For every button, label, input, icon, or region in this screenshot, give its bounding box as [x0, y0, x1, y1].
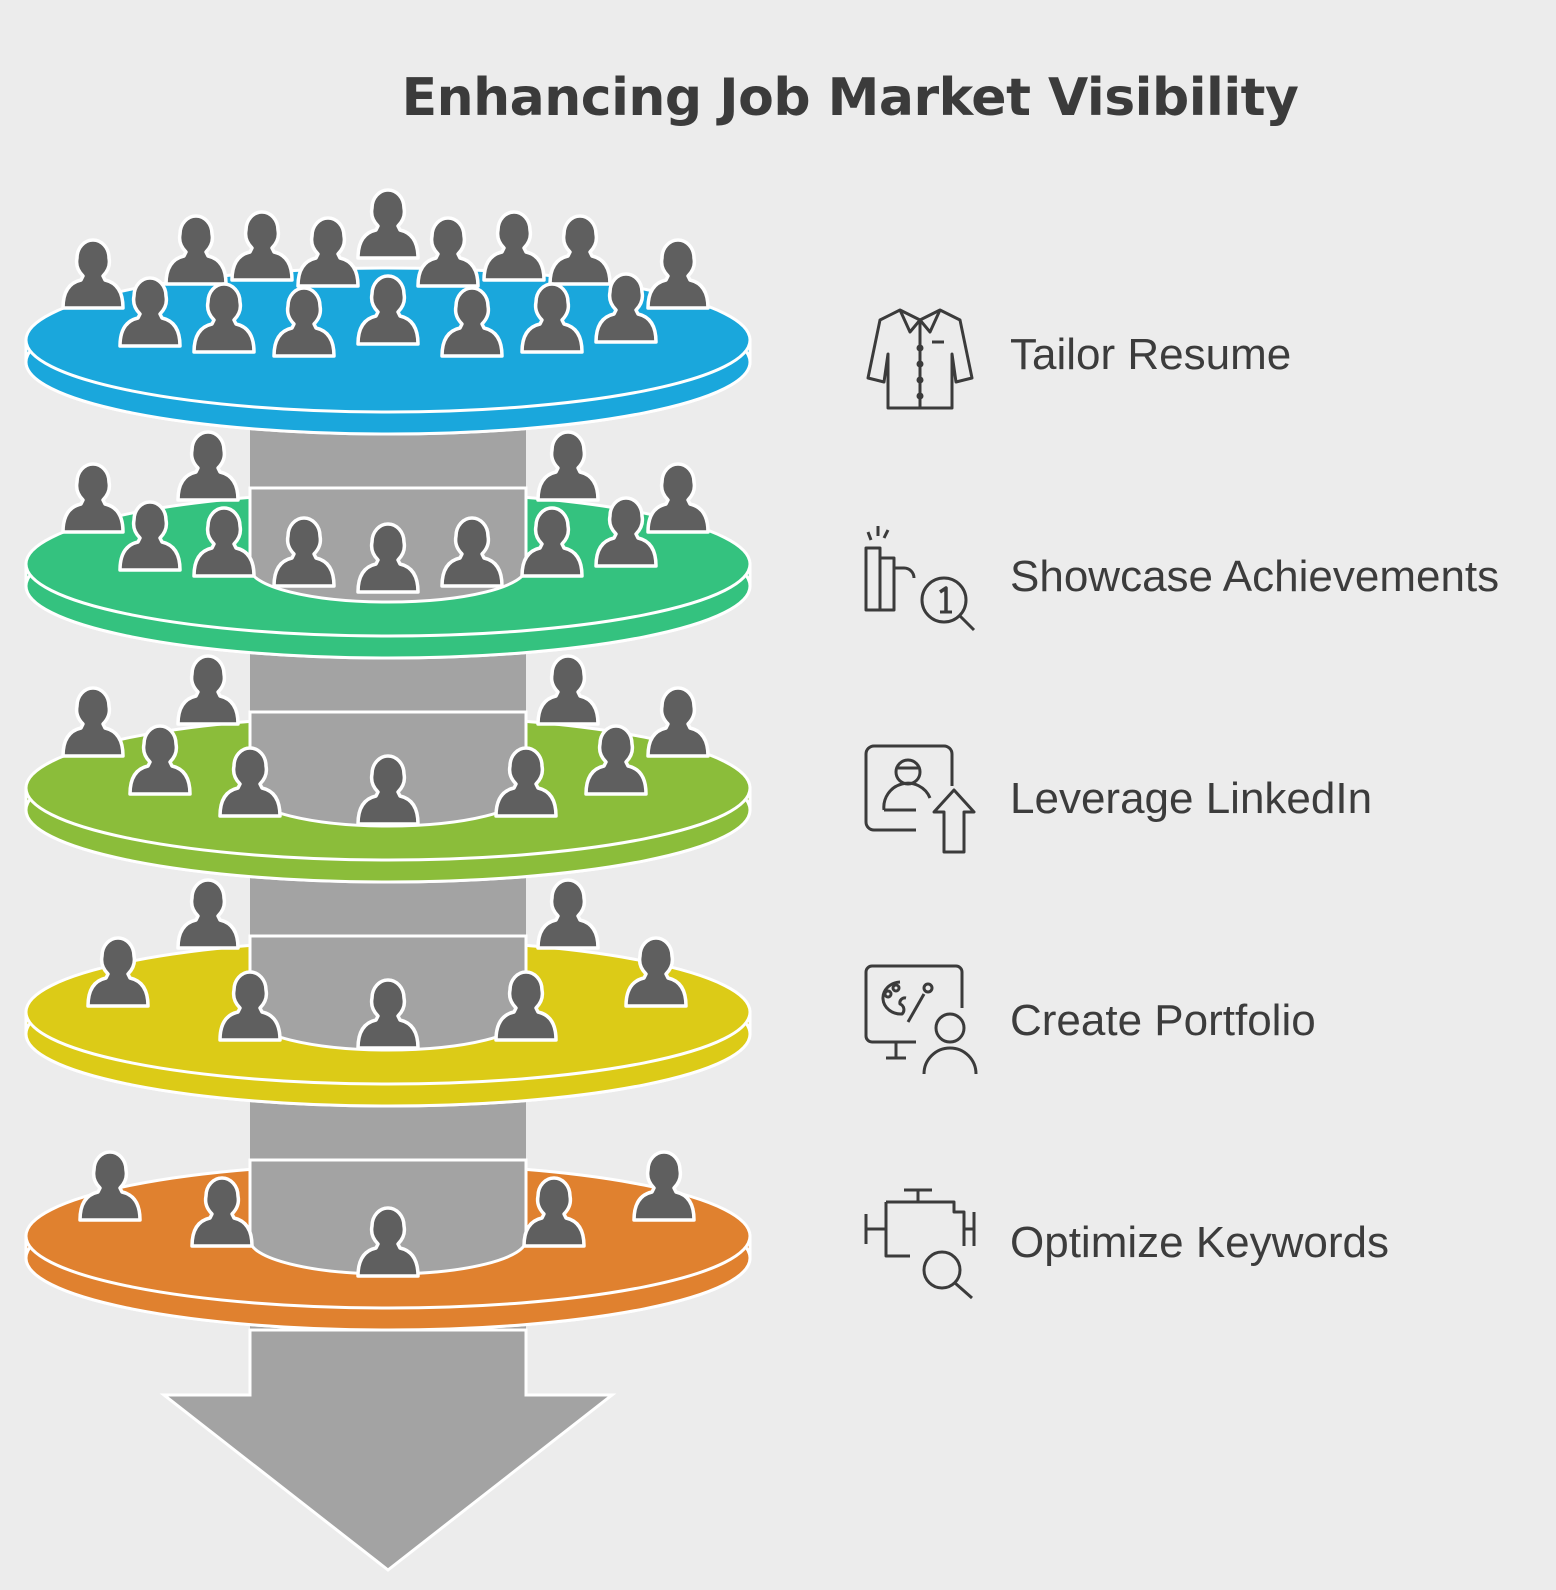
step-label-showcase-achievements: Showcase Achievements [1010, 552, 1500, 601]
person-icon [61, 462, 125, 534]
person-icon [192, 506, 256, 578]
person-icon [272, 516, 336, 588]
person-icon [296, 216, 360, 288]
person-icon [646, 686, 710, 758]
profile-upload-icon [860, 742, 980, 862]
person-icon [78, 1150, 142, 1222]
engine-search-icon [860, 1186, 980, 1306]
person-icon [624, 936, 688, 1008]
person-icon [230, 210, 294, 282]
person-icon [356, 978, 420, 1050]
person-icon [128, 724, 192, 796]
person-icon [61, 238, 125, 310]
down-arrow [159, 1328, 617, 1572]
person-icon [536, 878, 600, 950]
person-icon [61, 686, 125, 758]
person-icon [522, 1176, 586, 1248]
person-icon [356, 754, 420, 826]
person-icon [536, 654, 600, 726]
person-icon [86, 936, 150, 1008]
shirt-icon [860, 298, 980, 418]
person-icon [176, 654, 240, 726]
person-icon [536, 430, 600, 502]
person-icon [190, 1176, 254, 1248]
person-icon [520, 506, 584, 578]
bar-chart-search-icon [860, 520, 980, 640]
person-icon [646, 462, 710, 534]
person-icon [272, 286, 336, 358]
person-icon [482, 210, 546, 282]
person-icon [494, 970, 558, 1042]
person-icon [594, 496, 658, 568]
person-icon [356, 274, 420, 346]
person-icon [632, 1150, 696, 1222]
person-icon [440, 516, 504, 588]
step-label-create-portfolio: Create Portfolio [1010, 996, 1316, 1045]
person-icon [520, 282, 584, 354]
person-icon [440, 286, 504, 358]
person-icon [356, 188, 420, 260]
step-label-optimize-keywords: Optimize Keywords [1010, 1218, 1390, 1267]
person-icon [176, 430, 240, 502]
person-icon [584, 724, 648, 796]
person-icon [548, 214, 612, 286]
person-icon [118, 276, 182, 348]
step-label-tailor-resume: Tailor Resume [1010, 330, 1292, 379]
person-icon [416, 216, 480, 288]
person-icon [164, 214, 228, 286]
person-icon [356, 522, 420, 594]
person-icon [646, 238, 710, 310]
person-icon [494, 746, 558, 818]
person-icon [594, 272, 658, 344]
person-icon [356, 1206, 420, 1278]
person-icon [218, 970, 282, 1042]
page-title: Enhancing Job Market Visibility [401, 68, 1299, 128]
person-icon [218, 746, 282, 818]
monitor-palette-person-icon [860, 964, 980, 1084]
person-icon [176, 878, 240, 950]
person-icon [192, 282, 256, 354]
person-icon [118, 500, 182, 572]
step-label-leverage-linkedin: Leverage LinkedIn [1010, 774, 1373, 823]
funnel-diagram [24, 188, 752, 1572]
